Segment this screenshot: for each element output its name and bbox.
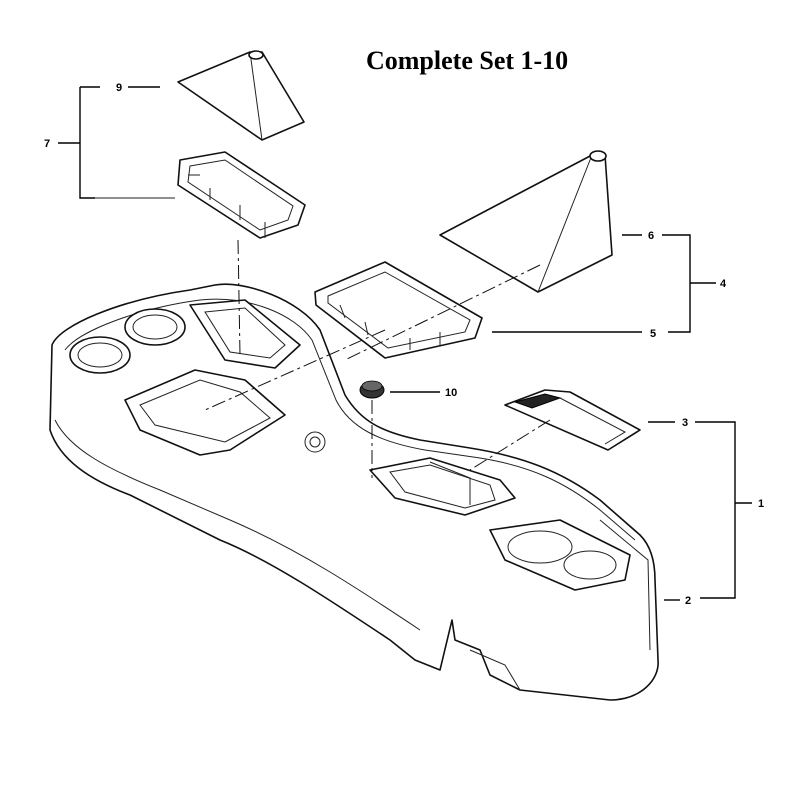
callout-6: 6 — [648, 230, 654, 242]
large-shift-boot — [439, 150, 613, 293]
small-boot-frame — [177, 151, 306, 239]
callout-1: 1 — [758, 498, 764, 510]
rear-shifter-opening — [369, 457, 516, 516]
callout-3: 3 — [682, 417, 688, 429]
assembly-lines — [204, 239, 551, 478]
rear-cupholders — [489, 519, 631, 591]
callout-2: 2 — [685, 595, 691, 607]
large-boot-frame — [314, 261, 483, 359]
callout-labels: 9 7 6 4 5 10 3 1 2 — [44, 82, 764, 607]
callout-leaders — [58, 86, 752, 601]
callout-4: 4 — [720, 278, 727, 290]
storage-compartment — [124, 299, 326, 456]
callout-9: 9 — [116, 82, 122, 94]
callout-10: 10 — [445, 387, 457, 399]
callout-5: 5 — [650, 328, 656, 340]
knob-cap — [359, 380, 385, 399]
diagram-title: Complete Set 1-10 — [366, 46, 569, 75]
callout-7: 7 — [44, 138, 50, 150]
center-console-body — [49, 283, 659, 701]
trim-insert — [504, 389, 641, 451]
front-cupholders — [69, 308, 186, 374]
small-shift-boot — [177, 50, 305, 141]
